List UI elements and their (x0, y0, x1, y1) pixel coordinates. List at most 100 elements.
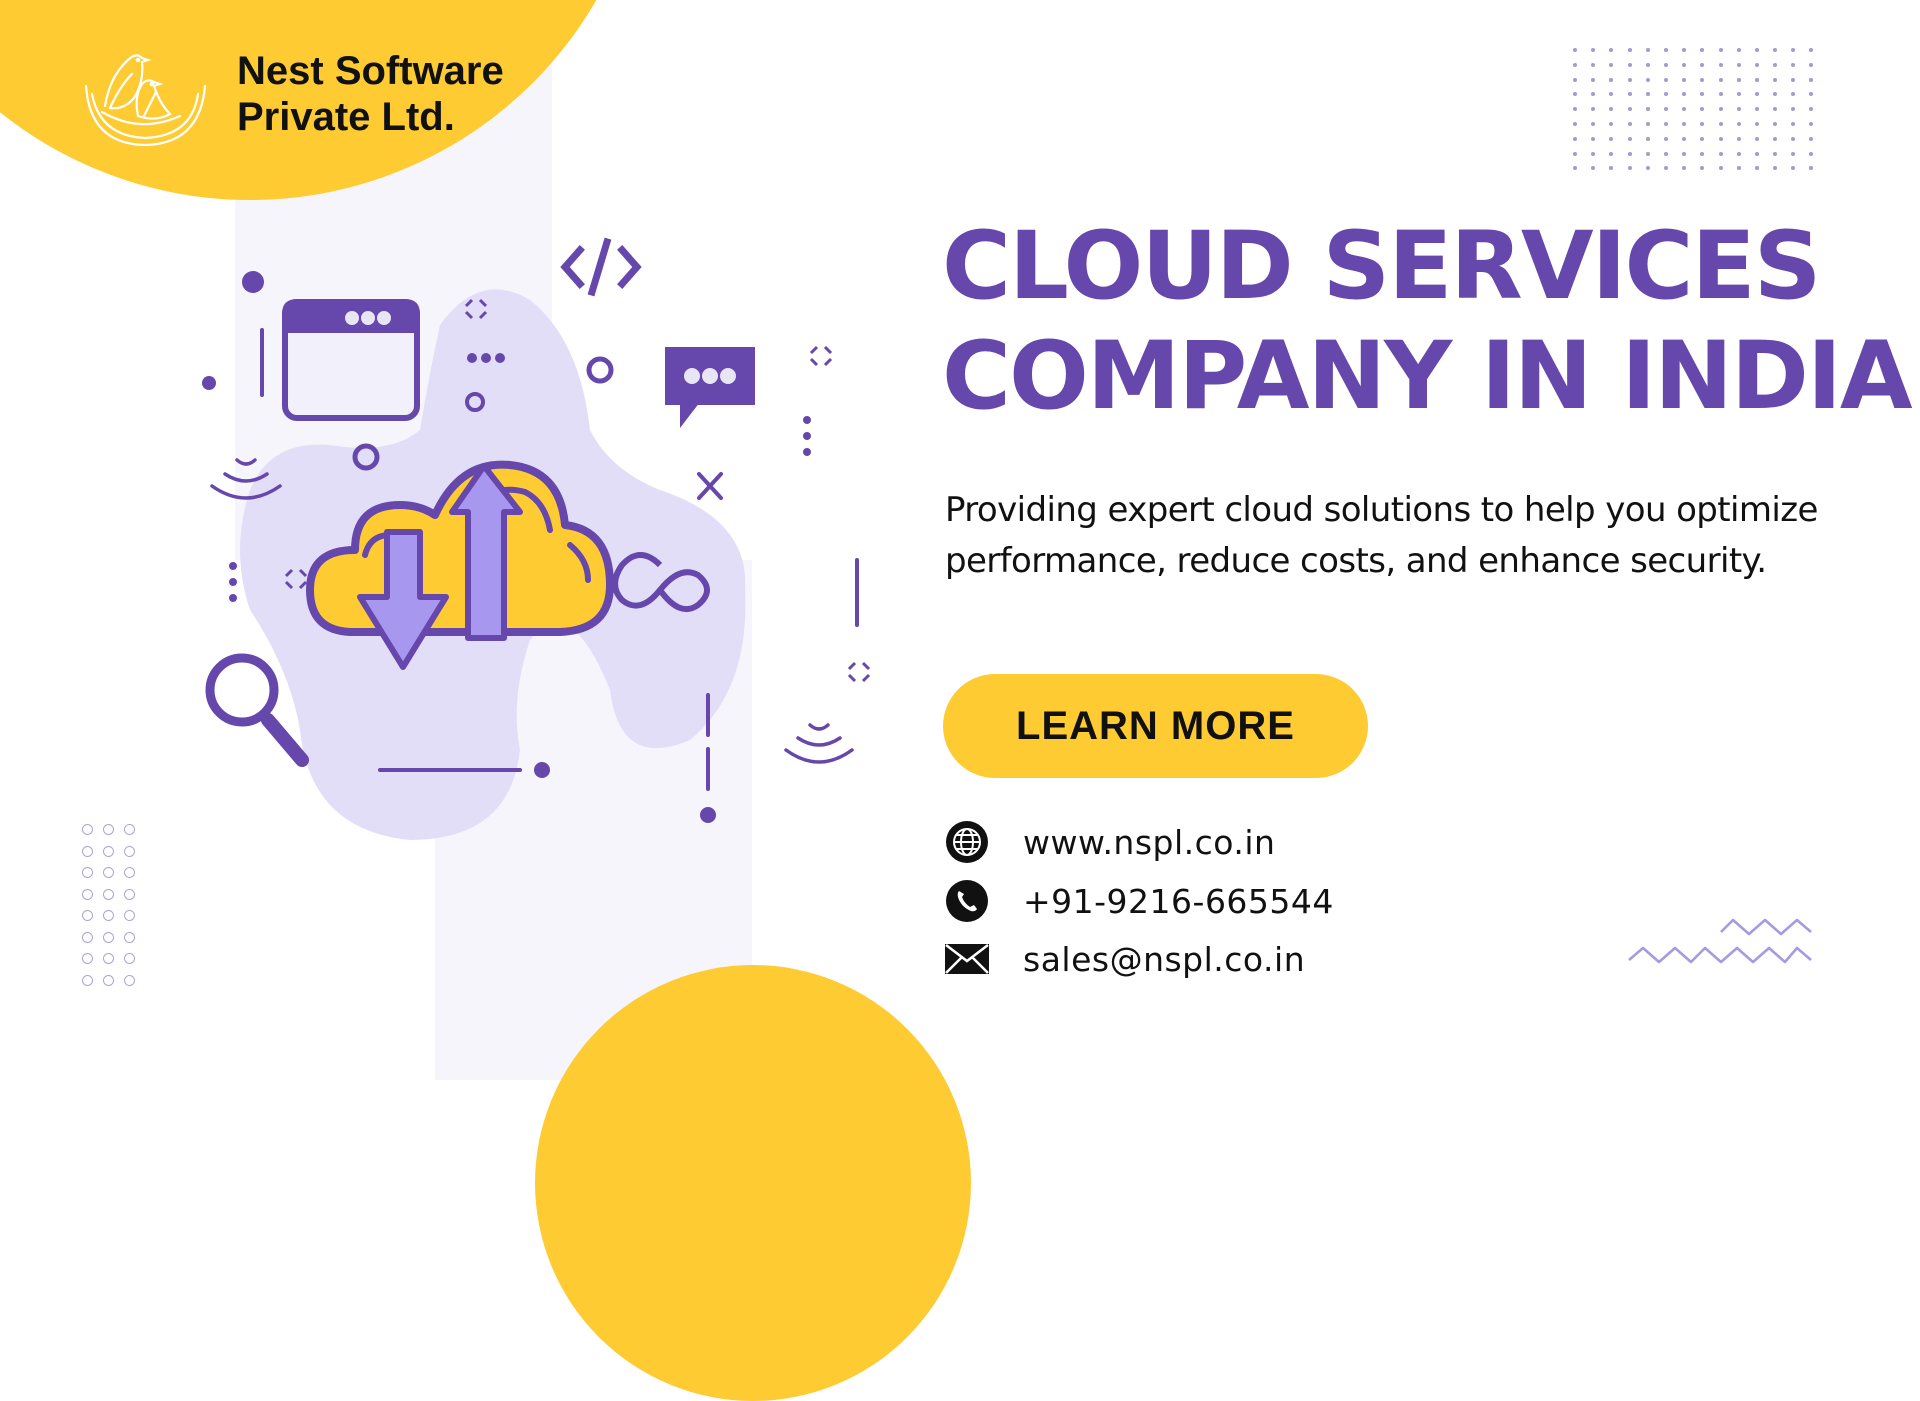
dot (1809, 107, 1814, 112)
dot (1718, 62, 1723, 67)
dot (1809, 166, 1814, 171)
dot (1645, 107, 1650, 112)
dot (1773, 151, 1778, 156)
dot (1718, 121, 1723, 126)
company-name-line2: Private Ltd. (237, 95, 455, 139)
ring (82, 845, 93, 857)
dot (1627, 92, 1632, 97)
dot (1591, 92, 1596, 97)
phone-number[interactable]: +91-9216-665544 (1023, 881, 1334, 921)
dot (1682, 151, 1687, 156)
dot (1573, 107, 1577, 112)
website-link[interactable]: www.nspl.co.in (1023, 822, 1276, 862)
ring (103, 974, 114, 986)
dot (1682, 107, 1687, 112)
ring (82, 888, 93, 900)
cloud-services-illustration (190, 230, 910, 865)
dot (1682, 121, 1687, 126)
dot (1773, 121, 1778, 126)
dot (1682, 48, 1687, 52)
dot (1609, 92, 1614, 97)
yellow-circle-bottom (535, 965, 971, 1401)
browser-window-icon (260, 299, 420, 421)
ring (103, 910, 114, 921)
dot (1663, 48, 1668, 52)
dot (1609, 166, 1614, 171)
dot (1736, 136, 1741, 141)
dot (1591, 77, 1596, 82)
dot (1736, 77, 1741, 82)
company-name: Nest Software Private Ltd. (237, 48, 504, 140)
chat-bubble-icon (665, 347, 755, 428)
dot (1754, 121, 1759, 126)
dot (1591, 121, 1596, 126)
infinity-icon (612, 552, 710, 612)
email-address[interactable]: sales@nspl.co.in (1023, 939, 1306, 979)
dot (1645, 48, 1650, 52)
contact-email[interactable]: sales@nspl.co.in (945, 937, 1305, 981)
dot (1609, 48, 1614, 52)
dot (1573, 121, 1577, 126)
dot (1682, 77, 1687, 82)
dot (1645, 136, 1650, 141)
dot (1809, 136, 1814, 141)
dot (1736, 121, 1741, 126)
code-brackets-icon (560, 237, 642, 297)
dot (1809, 151, 1814, 156)
subtitle-line2: performance, reduce costs, and enhance s… (945, 541, 1767, 581)
dot (1736, 151, 1741, 156)
dot (1718, 48, 1723, 52)
dot (1718, 166, 1723, 171)
dot (1791, 121, 1796, 126)
dot (1718, 151, 1723, 156)
ring-grid-decoration (82, 824, 145, 996)
dot (1645, 151, 1650, 156)
dot (1773, 136, 1778, 141)
dot (1754, 166, 1759, 171)
ring (124, 910, 135, 921)
dot (1718, 107, 1723, 112)
dot (1754, 136, 1759, 141)
dot (1791, 77, 1796, 82)
dot (1700, 77, 1705, 82)
dot (1591, 62, 1596, 67)
dot (1609, 62, 1614, 67)
dot (1809, 92, 1814, 97)
dot (1627, 107, 1632, 112)
learn-more-button[interactable]: LEARN MORE (943, 674, 1368, 778)
dot (1627, 48, 1632, 52)
dot (1809, 77, 1814, 82)
dot (1682, 166, 1687, 171)
dot (1609, 107, 1614, 112)
dot (1791, 166, 1796, 171)
dot (1627, 121, 1632, 126)
dot (1754, 62, 1759, 67)
dot (1645, 77, 1650, 82)
dot (1591, 136, 1596, 141)
birds-nest-logo-icon (80, 46, 210, 151)
dot (1573, 92, 1577, 97)
dot (1736, 107, 1741, 112)
title-line1: CLOUD SERVICES (942, 212, 1821, 321)
contact-phone[interactable]: +91-9216-665544 (945, 879, 1334, 923)
company-name-line1: Nest Software (237, 49, 504, 93)
ring (103, 888, 114, 900)
ring (124, 953, 135, 964)
wifi-signal-icon (210, 458, 282, 500)
dot (1754, 92, 1759, 97)
download-arrow-icon (357, 529, 449, 670)
page-title: CLOUD SERVICES COMPANY IN INDIA (942, 212, 1913, 432)
dot (1791, 62, 1796, 67)
dot (1809, 62, 1814, 67)
dot (1773, 107, 1778, 112)
ring (103, 867, 114, 878)
ring (82, 953, 93, 964)
ring (124, 888, 135, 900)
dot (1663, 151, 1668, 156)
zigzag-decoration (1625, 912, 1815, 972)
contact-website[interactable]: www.nspl.co.in (945, 820, 1275, 864)
dot (1773, 92, 1778, 97)
dot (1809, 48, 1814, 52)
phone-icon (945, 879, 989, 923)
ring (103, 845, 114, 857)
